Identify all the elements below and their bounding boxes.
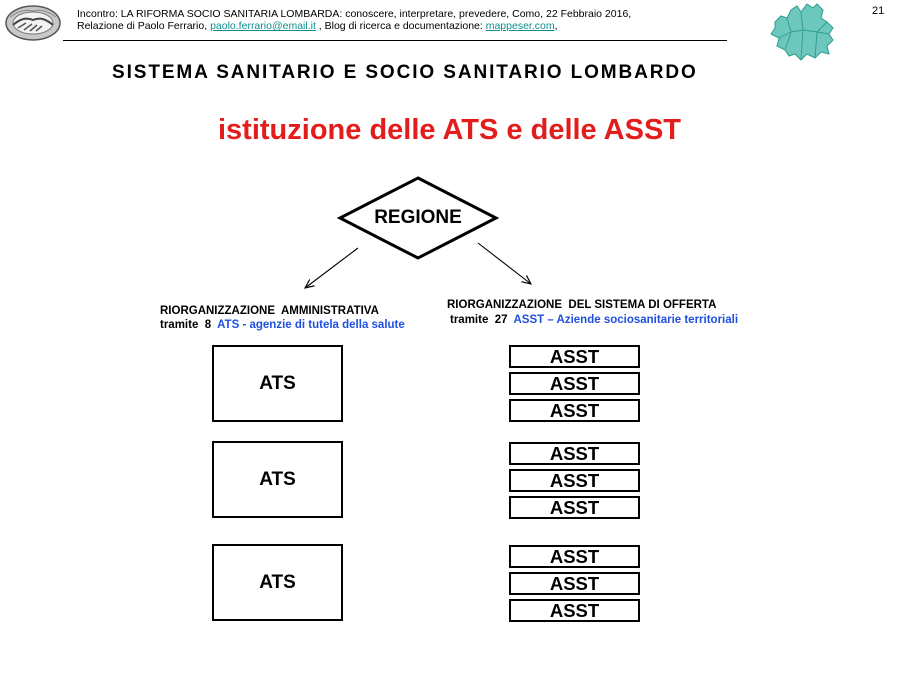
arrow-left [305,247,359,288]
asst-box: ASST [509,572,640,595]
right-branch-detail: tramite 27 ASST – Aziende sociosanitarie… [450,313,738,327]
header-suffix: , [554,20,558,32]
asst-box: ASST [509,399,640,422]
asst-box: ASST [509,442,640,465]
lombardy-map-icon [770,3,834,61]
right-branch-heading: RIORGANIZZAZIONE DEL SISTEMA DI OFFERTA [447,299,717,311]
email-link[interactable]: paolo.ferrario@email.it [210,20,316,32]
header-blog-label: , Blog di ricerca e documentazione: [315,20,486,32]
left-branch-via: tramite 8 [160,319,218,331]
asst-box: ASST [509,496,640,519]
blog-link[interactable]: mappeser.com [485,20,555,32]
ats-box: ATS [212,441,343,518]
header-line-1: Incontro: LA RIFORMA SOCIO SANITARIA LOM… [77,8,632,20]
handshake-logo-icon [5,5,61,41]
regione-diamond [336,176,500,260]
left-branch-highlight: ATS - agenzie di tutela della salute [217,319,405,331]
header-divider [63,40,727,41]
regione-label: REGIONE [374,207,462,228]
right-branch-via: tramite 27 [450,314,514,326]
asst-box: ASST [509,372,640,395]
page-number: 21 [872,5,885,17]
header-line-2: Relazione di Paolo Ferrario, paolo.ferra… [77,20,558,32]
header-author: Relazione di Paolo Ferrario, [77,20,211,32]
ats-box: ATS [212,544,343,621]
slide-subtitle: istituzione delle ATS e delle ASST [218,114,682,146]
left-branch-detail: tramite 8 ATS - agenzie di tutela della … [160,318,405,332]
asst-box: ASST [509,345,640,368]
asst-box: ASST [509,469,640,492]
right-branch-highlight: ASST – Aziende sociosanitarie territoria… [513,314,739,326]
asst-box: ASST [509,545,640,568]
left-branch-heading: RIORGANIZZAZIONE AMMINISTRATIVA [160,305,379,317]
ats-box: ATS [212,345,343,422]
asst-box: ASST [509,599,640,622]
slide-title: SISTEMA SANITARIO E SOCIO SANITARIO LOMB… [112,62,698,83]
arrow-right [477,242,531,284]
